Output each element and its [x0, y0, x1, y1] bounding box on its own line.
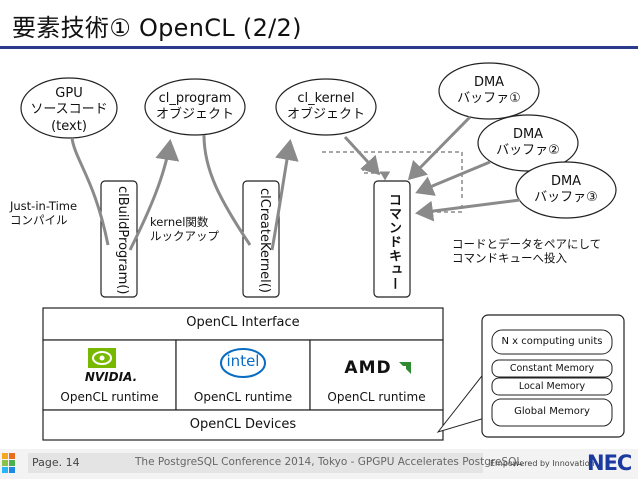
dma2-line-2: バッファ② [496, 143, 560, 159]
dma1-line-1: DMA [473, 75, 505, 90]
opencl-devices-box [42, 409, 444, 441]
arrow-program-to-create-kernel [202, 134, 252, 246]
cl-program-line-1: cl_program [158, 91, 232, 106]
arrow-dma1-to-queue [407, 115, 472, 181]
dashed-queue-link [362, 167, 391, 181]
intel-runtime-box [175, 339, 311, 411]
dma-buffer-1-node [438, 62, 540, 120]
nvidia-runtime-label: OpenCL runtime [60, 390, 159, 404]
dashed-kernel-link [322, 151, 463, 200]
dashed-enqueue-link [418, 205, 463, 218]
dma1-label: DMA バッファ① [444, 75, 534, 108]
cl-program-node [144, 78, 246, 136]
gpu-source-node [20, 77, 118, 139]
dma-buffer-2-node [477, 114, 579, 172]
jit-line-2: コンパイル [10, 213, 68, 228]
device-detail-callout [436, 370, 486, 433]
cl-program-line-2: オブジェクト [155, 107, 234, 123]
gpu-source-line-3: (text) [51, 118, 87, 134]
create-kernel-label: clCreateKernel() [257, 187, 272, 293]
cl-kernel-node [275, 78, 377, 136]
title-underline [0, 46, 638, 49]
command-queue-box [373, 180, 411, 298]
lookup-line-2: ルックアップ [150, 229, 219, 244]
amd-logo-text: AMD [344, 358, 392, 378]
dma3-line-1: DMA [550, 174, 582, 189]
page-number: Page. 14 [32, 456, 80, 469]
local-memory-box [491, 377, 613, 396]
global-memory-label: Global Memory [514, 406, 590, 417]
cl-kernel-label: cl_kernel オブジェクト [279, 91, 373, 124]
jit-line-1: Just-in-Time [10, 199, 78, 213]
enqueue-line-2: コマンドキューへ投入 [452, 251, 567, 266]
command-queue-label: コマンドキュー [386, 193, 401, 291]
local-memory-label: Local Memory [518, 381, 586, 392]
compute-units-box [491, 329, 613, 355]
dma1-line-2: バッファ① [457, 91, 521, 107]
dma3-line-2: バッファ③ [534, 190, 598, 206]
footer-bar [28, 453, 483, 473]
dma3-label: DMA バッファ③ [521, 174, 611, 207]
gpu-source-line-2: ソースコード [30, 102, 108, 118]
dma2-line-1: DMA [512, 127, 544, 142]
dma2-label: DMA バッファ② [483, 127, 573, 160]
gpu-source-line-1: GPU [55, 86, 83, 101]
nvidia-logo [88, 348, 116, 368]
constant-memory-box [491, 359, 613, 378]
nec-logo: NEC [587, 451, 632, 475]
opencl-devices-label: OpenCL Devices [189, 417, 297, 432]
amd-logo-mark [399, 362, 411, 374]
enqueue-line-1: コードとデータをペアにして [452, 237, 602, 251]
constant-memory-label: Constant Memory [509, 363, 595, 374]
jit-annotation: Just-in-Time コンパイル [10, 199, 77, 228]
arrow-dma2-to-queue [415, 160, 491, 196]
arrow-source-to-build [70, 137, 110, 246]
tagline: Empowered by Innovation [490, 459, 595, 468]
cl-program-label: cl_program オブジェクト [148, 91, 242, 124]
cl-kernel-line-1: cl_kernel [297, 91, 355, 106]
arrow-create-kernel-to-kernel [270, 139, 299, 251]
arrow-dma3-to-queue [415, 198, 521, 222]
conference-label: The PostgreSQL Conference 2014, Tokyo - … [135, 456, 523, 468]
amd-runtime-box [309, 339, 444, 411]
nvidia-logo-text: NVIDIA. [84, 370, 138, 384]
footer-corner-decoration [0, 449, 24, 479]
arrow-build-to-program [128, 139, 180, 251]
global-memory-box [491, 398, 613, 427]
intel-logo [220, 348, 266, 378]
cl-kernel-line-2: オブジェクト [286, 107, 365, 123]
build-program-label: clBuildProgram() [115, 186, 130, 295]
lookup-annotation: kernel関数 ルックアップ [150, 215, 219, 244]
gpu-source-label: GPU ソースコード (text) [27, 86, 111, 135]
create-kernel-box [242, 180, 280, 298]
arrow-kernel-to-queue [343, 135, 381, 176]
opencl-interface-label: OpenCL Interface [186, 315, 300, 330]
intel-runtime-label: OpenCL runtime [193, 390, 293, 404]
dma-buffer-3-node [515, 161, 617, 219]
lookup-line-1: kernel関数 [150, 215, 209, 229]
amd-runtime-label: OpenCL runtime [327, 390, 426, 404]
slide-title: 要素技術① OpenCL (2/2) [12, 14, 302, 42]
compute-units-label: N x computing units [501, 336, 603, 347]
intel-logo-text: intel [226, 352, 260, 370]
enqueue-annotation: コードとデータをペアにして コマンドキューへ投入 [452, 237, 601, 266]
